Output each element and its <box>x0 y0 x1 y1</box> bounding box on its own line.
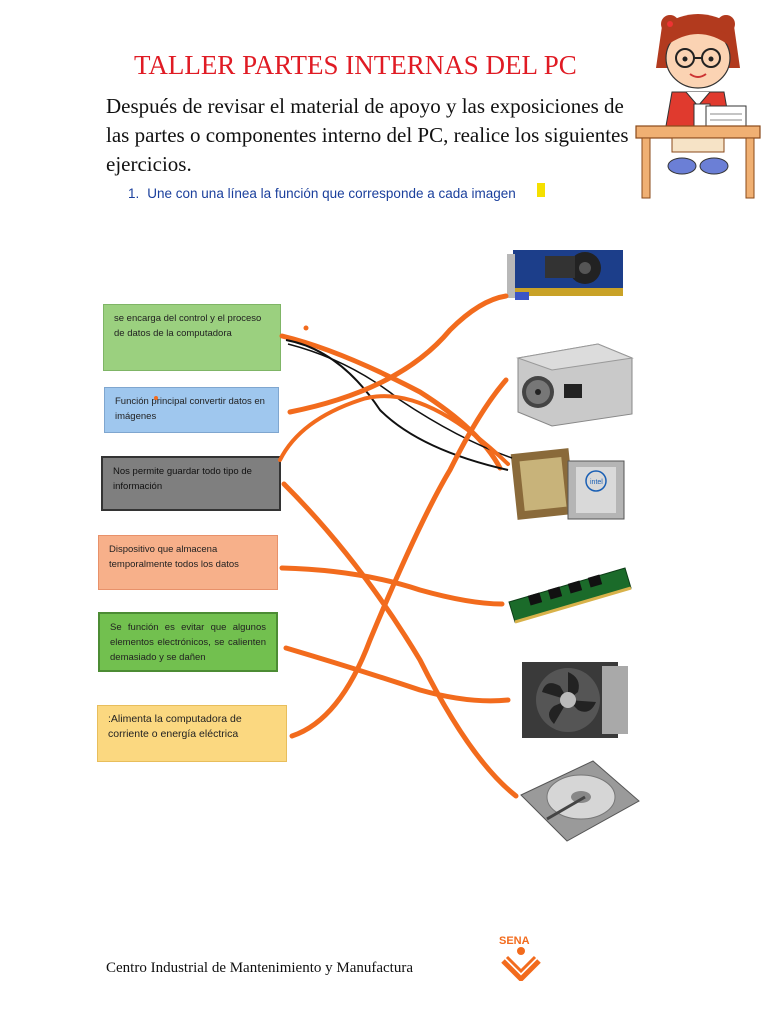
line-storage <box>281 481 519 799</box>
function-box-storage: Nos permite guardar todo tipo de informa… <box>101 456 281 511</box>
instruction-number: 1. <box>128 186 140 201</box>
line-cpu-black2 <box>287 343 513 459</box>
footer-text: Centro Industrial de Mantenimiento y Man… <box>106 960 413 976</box>
processor-icon: intel <box>510 437 630 529</box>
instruction: 1. Une con una línea la función que corre… <box>128 186 516 201</box>
dot-mark <box>303 325 309 331</box>
line-ram <box>279 565 505 607</box>
line-cpu-black <box>285 339 509 471</box>
line-power <box>289 377 509 739</box>
line-extra <box>278 394 510 466</box>
page-title: TALLER PARTES INTERNAS DEL PC <box>134 50 577 80</box>
instruction-text: Une con una línea la función que corresp… <box>147 186 516 201</box>
power-supply-icon <box>508 330 638 428</box>
function-box-power: :Alimenta la computadora de corriente o … <box>97 705 287 762</box>
svg-text:SENA: SENA <box>499 935 530 947</box>
line-graphics <box>287 293 509 415</box>
function-box-cpu: se encarga del control y el proceso de d… <box>103 304 281 371</box>
function-box-cooling: Se función es evitar que algunos element… <box>98 612 278 672</box>
intro-paragraph: Después de revisar el material de apoyo … <box>106 94 629 176</box>
cooler-fan-icon <box>512 652 636 744</box>
teacher-illustration-icon <box>632 8 764 200</box>
function-box-graphics: Función principal convertir datos en imá… <box>104 387 279 433</box>
intel-label: intel <box>590 479 603 486</box>
line-cpu <box>279 333 503 471</box>
line-cooling <box>283 645 511 704</box>
sena-logo: SENA <box>493 933 549 983</box>
graphics-card-icon <box>505 230 635 318</box>
highlight-mark <box>537 183 545 197</box>
function-box-ram: Dispositivo que almacena temporalmente t… <box>98 535 278 590</box>
ram-memory-icon <box>505 558 635 634</box>
hard-disk-icon <box>515 755 643 851</box>
